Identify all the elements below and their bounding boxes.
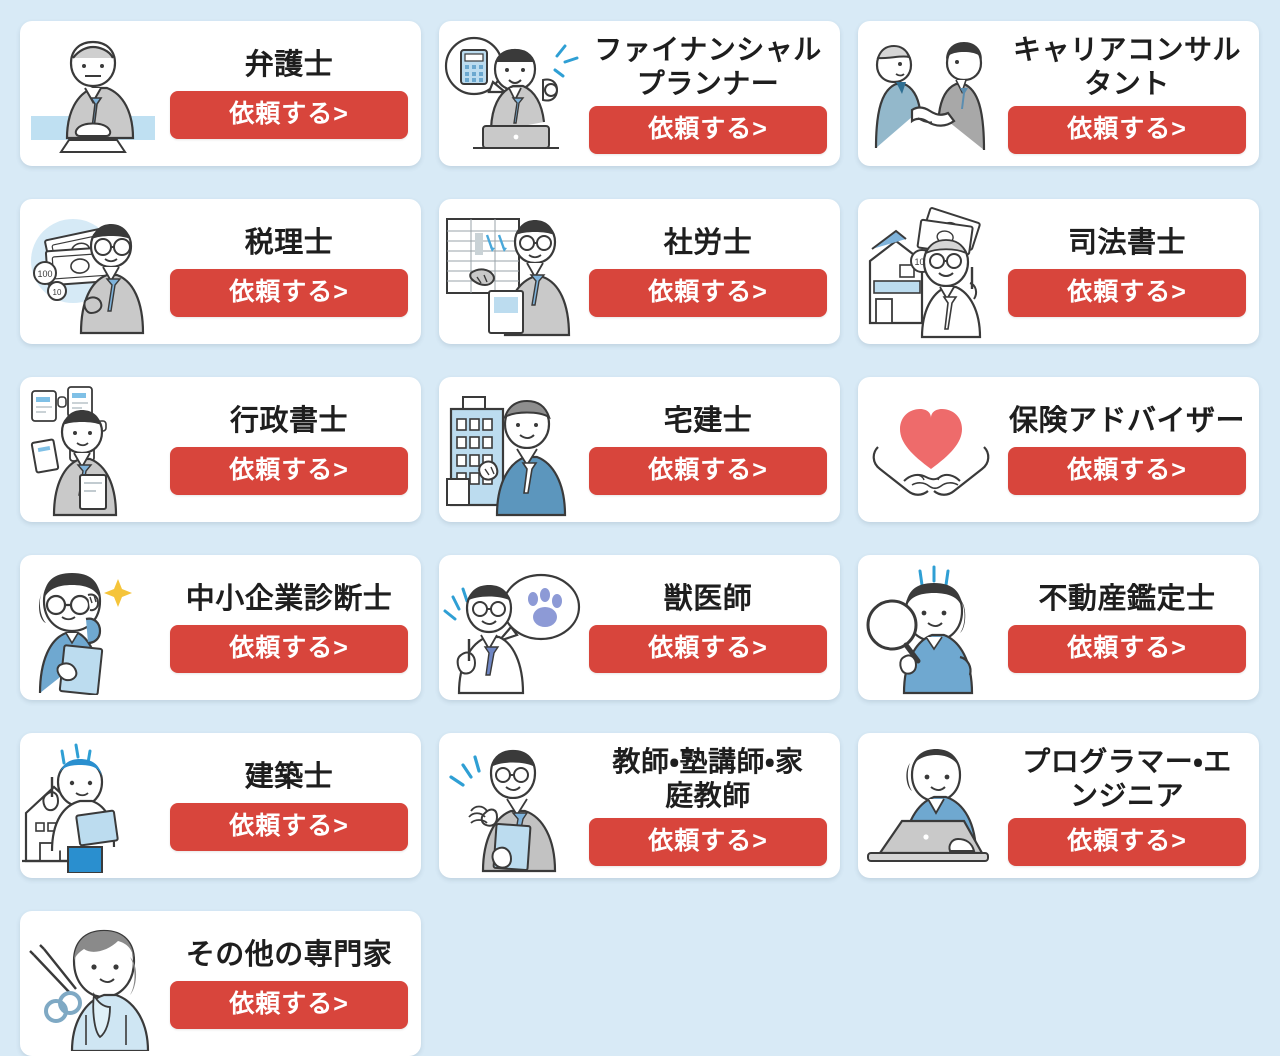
woman-glasses-icon (20, 555, 165, 700)
card-title: 獣医師 (663, 583, 753, 616)
svg-text:100: 100 (37, 269, 52, 279)
card-body: キャリアコンサル タント 依頼する> (1003, 33, 1259, 154)
expert-card-architect[interactable]: 建築士 依頼する> (20, 733, 421, 878)
card-title: 行政書士 (229, 405, 348, 438)
card-body: 中小企業診断士 依頼する> (165, 582, 421, 673)
magnifier-woman-icon (858, 555, 1003, 700)
card-title: 宅建士 (663, 405, 753, 438)
expert-card-admin-scrivener[interactable]: 行政書士 依頼する> (20, 377, 421, 522)
expert-card-labor-consultant[interactable]: 社労士 依頼する> (439, 199, 840, 344)
timesheet-chart-icon (439, 199, 584, 344)
card-body: 税理士 依頼する> (165, 226, 421, 317)
card-title: 教師・塾講師・家 庭教師 (612, 746, 804, 811)
card-title: 社労士 (663, 227, 753, 260)
expert-card-real-estate-agent[interactable]: 宅建士 依頼する> (439, 377, 840, 522)
building-icon (439, 377, 584, 522)
card-body: 社労士 依頼する> (584, 226, 840, 317)
expert-card-judicial-scrivener[interactable]: 100 司法書士 依頼する> (858, 199, 1259, 344)
request-button-teacher-tutor[interactable]: 依頼する> (589, 817, 827, 866)
request-button-labor-consultant[interactable]: 依頼する> (589, 268, 827, 317)
vet-paw-icon (439, 555, 584, 700)
card-title: キャリアコンサル タント (1012, 34, 1241, 99)
card-body: ファイナンシャル プランナー 依頼する> (584, 33, 840, 154)
expert-card-sme-consultant[interactable]: 中小企業診断士 依頼する> (20, 555, 421, 700)
request-button-financial-planner[interactable]: 依頼する> (589, 105, 827, 154)
card-title: 中小企業診断士 (185, 583, 393, 616)
expert-card-teacher-tutor[interactable]: 教師・塾講師・家 庭教師 依頼する> (439, 733, 840, 878)
expert-card-lawyer[interactable]: 弁護士 依頼する> (20, 21, 421, 166)
teacher-icon (439, 733, 584, 878)
request-button-admin-scrivener[interactable]: 依頼する> (170, 446, 408, 495)
architect-house-icon (20, 733, 165, 878)
request-button-insurance-adviser[interactable]: 依頼する> (1008, 446, 1246, 495)
planner-calculator-icon (439, 21, 584, 166)
card-body: 建築士 依頼する> (165, 760, 421, 851)
handshake-icon (858, 21, 1003, 166)
card-title: 弁護士 (244, 49, 334, 82)
documents-icon (20, 377, 165, 522)
card-title: 税理士 (244, 227, 334, 260)
card-body: 不動産鑑定士 依頼する> (1003, 582, 1259, 673)
request-button-sme-consultant[interactable]: 依頼する> (170, 624, 408, 673)
card-body: 司法書士 依頼する> (1003, 226, 1259, 317)
request-button-tax-accountant[interactable]: 依頼する> (170, 268, 408, 317)
request-button-property-appraiser[interactable]: 依頼する> (1008, 624, 1246, 673)
card-title: 司法書士 (1067, 227, 1186, 260)
card-title: 保険アドバイザー (1008, 405, 1245, 438)
lawyer-at-desk-icon (20, 21, 165, 166)
card-title: その他の専門家 (185, 939, 393, 972)
card-title: ファイナンシャル プランナー (594, 34, 822, 99)
request-button-career-consultant[interactable]: 依頼する> (1008, 105, 1246, 154)
request-button-real-estate-agent[interactable]: 依頼する> (589, 446, 827, 495)
card-title: 不動産鑑定士 (1038, 583, 1216, 616)
card-body: その他の専門家 依頼する> (165, 938, 421, 1029)
request-button-veterinarian[interactable]: 依頼する> (589, 624, 827, 673)
expert-card-other-experts[interactable]: その他の専門家 依頼する> (20, 911, 421, 1056)
request-button-lawyer[interactable]: 依頼する> (170, 90, 408, 139)
card-body: 保険アドバイザー 依頼する> (1003, 404, 1259, 495)
expert-card-property-appraiser[interactable]: 不動産鑑定士 依頼する> (858, 555, 1259, 700)
expert-card-financial-planner[interactable]: ファイナンシャル プランナー 依頼する> (439, 21, 840, 166)
card-body: 弁護士 依頼する> (165, 48, 421, 139)
card-title: プログラマー・エ ンジニア (1022, 746, 1232, 811)
request-button-judicial-scrivener[interactable]: 依頼する> (1008, 268, 1246, 317)
card-body: 宅建士 依頼する> (584, 404, 840, 495)
expert-card-programmer[interactable]: プログラマー・エ ンジニア 依頼する> (858, 733, 1259, 878)
request-button-programmer[interactable]: 依頼する> (1008, 817, 1246, 866)
expert-card-tax-accountant[interactable]: 100 10 税理士 依頼する> (20, 199, 421, 344)
house-money-icon: 100 (858, 199, 1003, 344)
expert-card-veterinarian[interactable]: 獣医師 依頼する> (439, 555, 840, 700)
card-body: 教師・塾講師・家 庭教師 依頼する> (584, 745, 840, 866)
card-body: プログラマー・エ ンジニア 依頼する> (1003, 745, 1259, 866)
programmer-laptop-icon (858, 733, 1003, 878)
request-button-other-experts[interactable]: 依頼する> (170, 980, 408, 1029)
expert-card-career-consultant[interactable]: キャリアコンサル タント 依頼する> (858, 21, 1259, 166)
request-button-architect[interactable]: 依頼する> (170, 802, 408, 851)
card-title: 建築士 (244, 761, 334, 794)
woman-scissors-icon (20, 911, 165, 1056)
expert-card-insurance-adviser[interactable]: 保険アドバイザー 依頼する> (858, 377, 1259, 522)
card-body: 行政書士 依頼する> (165, 404, 421, 495)
svg-text:100: 100 (914, 257, 929, 267)
svg-text:10: 10 (52, 288, 61, 297)
card-body: 獣医師 依頼する> (584, 582, 840, 673)
money-bills-icon: 100 10 (20, 199, 165, 344)
hands-heart-icon (858, 377, 1003, 522)
